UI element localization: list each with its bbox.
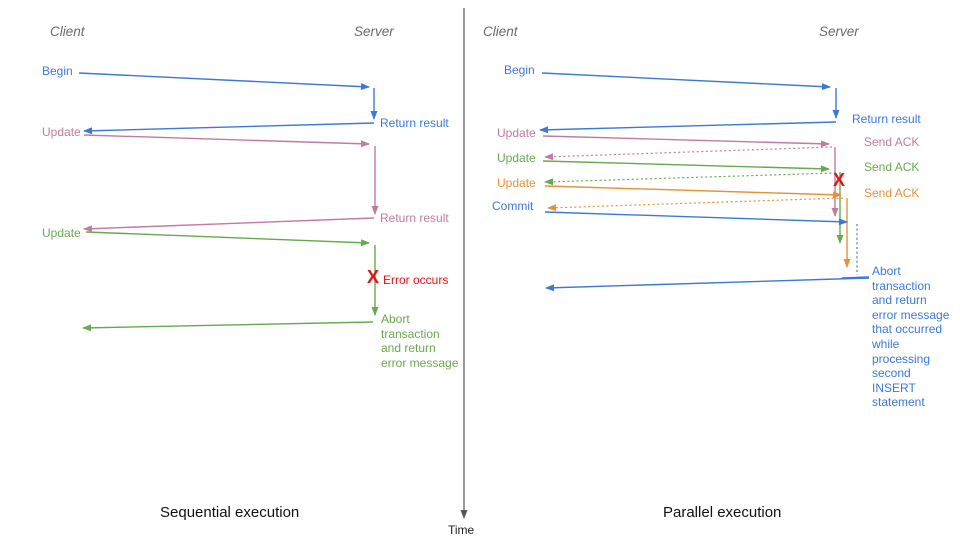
par-ack-1-arrow [544,146,833,161]
seq-abort-return-arrow [82,321,374,332]
seq-update-1-request-arrow [83,134,370,148]
seq-update-2-label: Update [42,226,81,240]
par-update-3-request-arrow [544,185,842,199]
seq-update-1-label: Update [42,125,81,139]
par-ack-2-arrow [544,172,837,186]
seq-error-x-mark: X [367,267,380,287]
par-return-result-label: Return result [852,112,921,126]
par-send-ack-3-label: Send ACK [864,186,920,200]
par-server-header: Server [819,24,859,39]
par-abort-return-arrow [545,277,870,292]
par-send-ack-1-label: Send ACK [864,135,920,149]
par-commit-label: Commit [492,199,534,213]
par-ack-3-arrow [547,197,844,212]
seq-client-header: Client [50,24,85,39]
seq-begin-request-arrow [78,72,370,91]
par-update-2-request-arrow [542,160,830,173]
par-update-3-label: Update [497,176,536,190]
par-title: Parallel execution [663,504,782,521]
seq-server-header: Server [354,24,394,39]
seq-begin-label: Begin [42,64,73,78]
par-update-2-label: Update [497,151,536,165]
par-error-x-mark: X [833,170,846,190]
time-axis-label: Time [448,523,475,537]
seq-title: Sequential execution [160,504,300,521]
seq-return-result-2-arrow [83,217,375,233]
seq-update-2-request-arrow [85,231,370,247]
par-begin-label: Begin [504,63,535,77]
seq-return-result-1-arrow [83,122,375,135]
par-commit-request-arrow [544,211,848,226]
seq-abort-label: Abort transaction and return error messa… [381,312,459,370]
par-send-ack-2-label: Send ACK [864,160,920,174]
par-client-header: Client [483,24,518,39]
seq-return-result-1-label: Return result [380,116,449,130]
seq-return-result-2-label: Return result [380,211,449,225]
seq-error-label: Error occurs [383,273,449,287]
par-update-1-request-arrow [542,135,830,148]
par-update-1-label: Update [497,126,536,140]
par-return-result-arrow [539,121,837,134]
par-abort-label: Abort transaction and return error messa… [872,264,950,410]
par-abort-start-line [841,276,870,279]
par-begin-request-arrow [541,72,831,91]
